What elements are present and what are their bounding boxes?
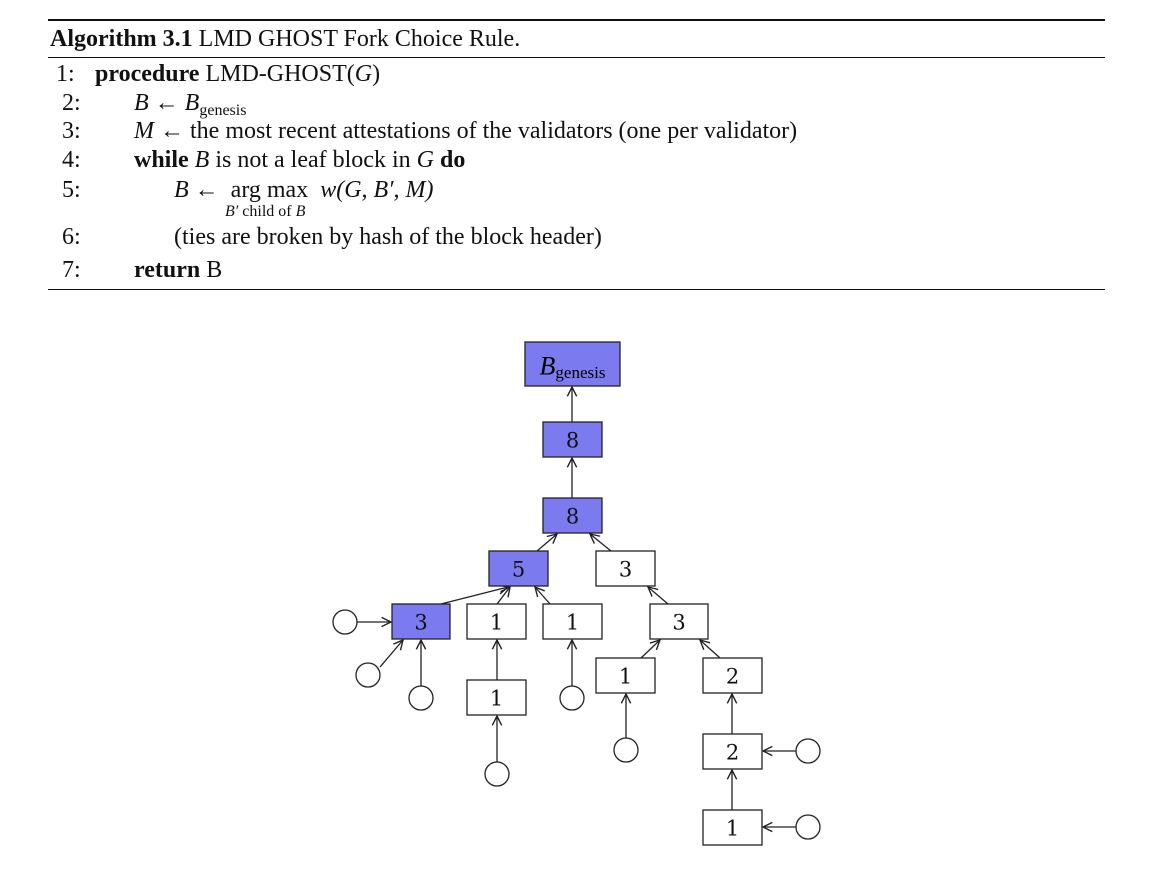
algo-line-7: return B: [134, 257, 223, 283]
block-weight: 1: [490, 687, 503, 711]
block-weight: 1: [490, 611, 503, 635]
parent-edge: [590, 534, 612, 552]
block-c3: [595, 550, 656, 587]
line-number: 7:: [62, 257, 81, 283]
parent-edge: [496, 587, 510, 605]
block-h1: [702, 809, 763, 846]
block-a8: [542, 421, 603, 458]
block-d3: [391, 603, 451, 640]
block-d1a: [466, 603, 527, 640]
algorithm-caption: Algorithm 3.1 LMD GHOST Fork Choice Rule…: [50, 25, 520, 53]
caption-label: Algorithm 3.1: [50, 26, 193, 52]
block-d1b: [542, 603, 603, 640]
parent-edge: [440, 587, 508, 605]
block-weight: 1: [619, 665, 632, 689]
algo-line-5: B ← arg max w(G, B′, M): [174, 177, 434, 203]
parent-edge: [640, 640, 660, 659]
parent-edge: [535, 587, 551, 605]
block-e2: [702, 657, 763, 694]
parent-edge: [700, 640, 721, 659]
block-f1: [466, 679, 527, 716]
attestation-circle: [408, 685, 434, 711]
block-weight: 3: [619, 558, 632, 582]
attestation-circle: [355, 662, 381, 688]
argmax-subscript: B′ child of B: [225, 203, 306, 220]
attestation-circle: [484, 761, 510, 787]
attestation-edge: [379, 640, 403, 668]
caption-title: LMD GHOST Fork Choice Rule.: [198, 26, 521, 52]
block-weight: 3: [414, 611, 427, 635]
block-b8: [542, 497, 603, 534]
parent-edge: [648, 587, 669, 605]
attestation-circle: [332, 609, 358, 635]
line-number: 3:: [62, 118, 81, 144]
block-g2: [702, 733, 763, 770]
parent-edge: [536, 534, 557, 552]
block-weight: 2: [726, 741, 739, 765]
line-number: 1:: [56, 61, 75, 87]
algo-line-2: B ← Bgenesis: [134, 90, 247, 119]
genesis-block: [524, 341, 621, 387]
line-number: 2:: [62, 90, 81, 116]
line-number: 5:: [62, 177, 81, 203]
top-rule: [48, 19, 1105, 21]
attestation-circle: [795, 738, 821, 764]
block-weight: 8: [566, 429, 579, 453]
algo-line-3: M ← the most recent attestations of the …: [134, 118, 798, 144]
bottom-rule: [48, 289, 1105, 290]
algo-line-4: while B is not a leaf block in G do: [134, 147, 466, 173]
block-weight: 1: [566, 611, 579, 635]
block-weight: 1: [726, 817, 739, 841]
algo-line-1: procedure LMD-GHOST(G): [95, 61, 381, 87]
attestation-circle: [559, 685, 585, 711]
block-weight: 3: [672, 611, 685, 635]
block-c5: [488, 550, 549, 587]
line-number: 4:: [62, 147, 81, 173]
algo-line-6: (ties are broken by hash of the block he…: [174, 224, 602, 250]
block-weight: 5: [512, 558, 525, 582]
line-number: 6:: [62, 224, 81, 250]
block-weight: 2: [726, 665, 739, 689]
block-d3r: [649, 603, 709, 640]
attestation-circle: [613, 737, 639, 763]
block-weight: 8: [566, 505, 579, 529]
caption-rule: [48, 57, 1105, 58]
attestation-circle: [795, 814, 821, 840]
block-e1: [595, 657, 656, 694]
